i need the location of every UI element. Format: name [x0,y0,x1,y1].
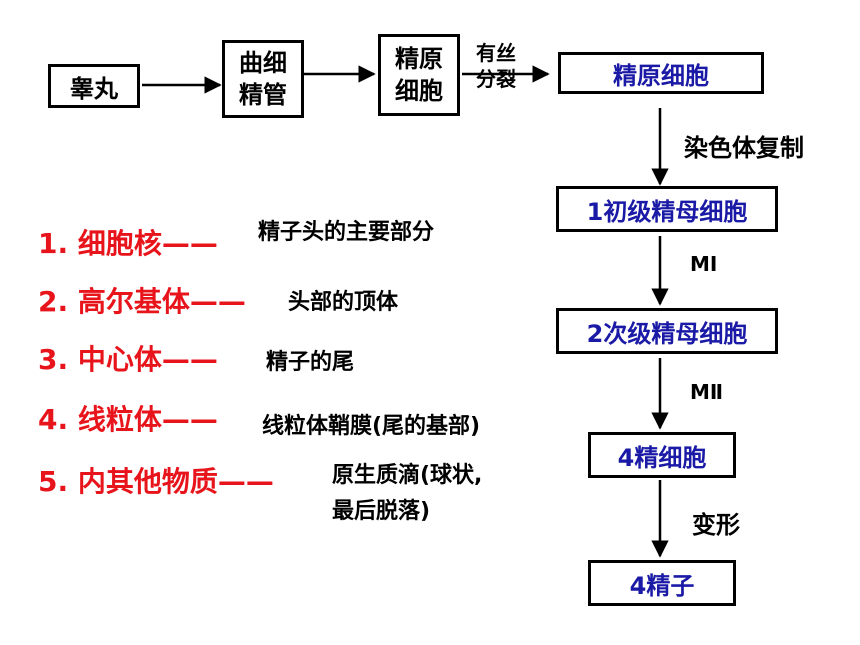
tubule-label-line1: 曲细 [239,49,287,77]
tubule-label-line2: 精管 [239,81,287,109]
seminiferous-tubule-box: 曲细 精管 [222,40,304,118]
structure-other-matter: 5. 内其他物质—— [38,465,274,498]
spermatogonium-source-line1: 精原 [395,45,443,73]
mitosis-label-line1: 有丝 [476,41,516,65]
mitosis-label-line2: 分裂 [476,67,516,91]
spermatogonium-box: 精原细胞 [558,52,764,94]
testis-box: 睾丸 [48,64,140,108]
spermatogonium-source-box: 精原 细胞 [378,34,460,116]
spermatid-box: 4精细胞 [588,432,736,478]
fate-other-matter-line1: 原生质滴(球状, [332,463,483,488]
structure-centriole: 3. 中心体—— [38,343,218,376]
fate-centriole: 精子的尾 [266,350,355,375]
replication-label: 染色体复制 [684,134,804,162]
primary-spermatocyte-label: 1初级精母细胞 [586,197,748,226]
fate-mitochondria: 线粒体鞘膜(尾的基部) [262,414,481,439]
spermatid-label: 4精细胞 [617,443,707,472]
fate-golgi: 头部的顶体 [288,290,399,315]
meiosis2-label: MⅡ [690,380,724,404]
fate-other-matter: 原生质滴(球状, 最后脱落) [332,458,482,530]
secondary-spermatocyte-label: 2次级精母细胞 [586,319,748,348]
transform-label: 变形 [692,511,740,539]
secondary-spermatocyte-box: 2次级精母细胞 [556,308,778,354]
structure-nucleus: 1. 细胞核—— [38,227,218,260]
spermatogonium-label: 精原细胞 [613,61,709,90]
sperm-label: 4精子 [629,571,695,600]
meiosis1-label: MⅠ [690,252,718,276]
structure-mitochondria: 4. 线粒体—— [38,403,218,436]
fate-nucleus: 精子头的主要部分 [258,220,435,245]
testis-label: 睾丸 [70,74,118,103]
structure-golgi: 2. 高尔基体—— [38,285,246,318]
sperm-box: 4精子 [588,560,736,606]
spermatogonium-source-line2: 细胞 [395,77,443,105]
fate-other-matter-line2: 最后脱落) [332,499,431,524]
primary-spermatocyte-box: 1初级精母细胞 [556,186,778,232]
mitosis-label: 有丝 分裂 [476,40,516,92]
